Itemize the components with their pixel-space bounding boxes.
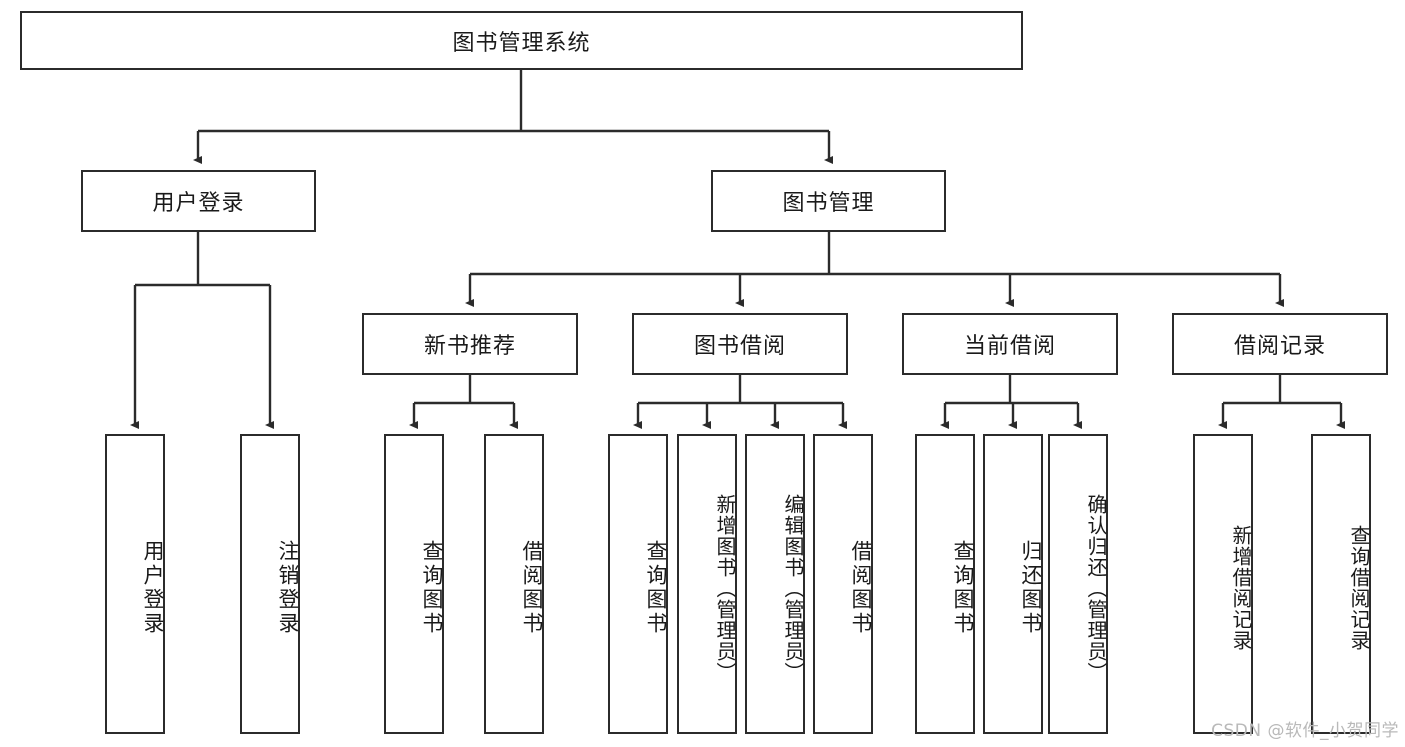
leaf-query-book-newbook[interactable]: 查询图书: [384, 434, 444, 734]
node-new-book-recommend-label: 新书推荐: [423, 334, 516, 359]
node-current-borrow-label: 当前借阅: [963, 334, 1056, 359]
leaf-confirm-return-admin-label: 确认归还（管理员）: [1084, 493, 1108, 683]
node-borrow-record[interactable]: 借阅记录: [1172, 313, 1388, 375]
leaf-user-login-label: 用户登录: [141, 540, 165, 636]
leaf-logout[interactable]: 注销登录: [240, 434, 300, 734]
leaf-query-book-newbook-label: 查询图书: [420, 540, 444, 636]
leaf-query-book-borrow[interactable]: 查询图书: [608, 434, 668, 734]
node-user-login[interactable]: 用户登录: [81, 170, 316, 232]
leaf-add-borrow-record-label: 新增借阅记录: [1229, 525, 1253, 651]
node-borrow-record-label: 借阅记录: [1233, 334, 1326, 359]
node-root[interactable]: 图书管理系统: [20, 11, 1023, 70]
leaf-logout-label: 注销登录: [276, 540, 300, 636]
leaf-user-login[interactable]: 用户登录: [105, 434, 165, 734]
leaf-borrow-book-newbook[interactable]: 借阅图书: [484, 434, 544, 734]
leaf-borrow-book-newbook-label: 借阅图书: [520, 540, 544, 636]
watermark-text: CSDN @软件_小贺同学: [1211, 721, 1399, 741]
node-root-label: 图书管理系统: [452, 30, 591, 56]
leaf-edit-book-admin[interactable]: 编辑图书（管理员）: [745, 434, 805, 734]
leaf-borrow-book[interactable]: 借阅图书: [813, 434, 873, 734]
leaf-edit-book-admin-label: 编辑图书（管理员）: [781, 493, 805, 683]
leaf-return-book-label: 归还图书: [1019, 540, 1043, 636]
node-user-login-label: 用户登录: [152, 191, 245, 216]
leaf-return-book[interactable]: 归还图书: [983, 434, 1043, 734]
node-book-management[interactable]: 图书管理: [711, 170, 946, 232]
node-current-borrow[interactable]: 当前借阅: [902, 313, 1118, 375]
node-book-management-label: 图书管理: [782, 191, 875, 216]
node-new-book-recommend[interactable]: 新书推荐: [362, 313, 578, 375]
node-book-borrow[interactable]: 图书借阅: [632, 313, 848, 375]
leaf-confirm-return-admin[interactable]: 确认归还（管理员）: [1048, 434, 1108, 734]
leaf-query-borrow-record-label: 查询借阅记录: [1347, 525, 1371, 651]
leaf-add-borrow-record[interactable]: 新增借阅记录: [1193, 434, 1253, 734]
leaf-add-book-admin[interactable]: 新增图书（管理员）: [677, 434, 737, 734]
leaf-query-book-current-label: 查询图书: [951, 540, 975, 636]
leaf-borrow-book-label: 借阅图书: [849, 540, 873, 636]
leaf-query-book-borrow-label: 查询图书: [644, 540, 668, 636]
leaf-add-book-admin-label: 新增图书（管理员）: [713, 493, 737, 683]
leaf-query-borrow-record[interactable]: 查询借阅记录: [1311, 434, 1371, 734]
leaf-query-book-current[interactable]: 查询图书: [915, 434, 975, 734]
node-book-borrow-label: 图书借阅: [693, 334, 786, 359]
